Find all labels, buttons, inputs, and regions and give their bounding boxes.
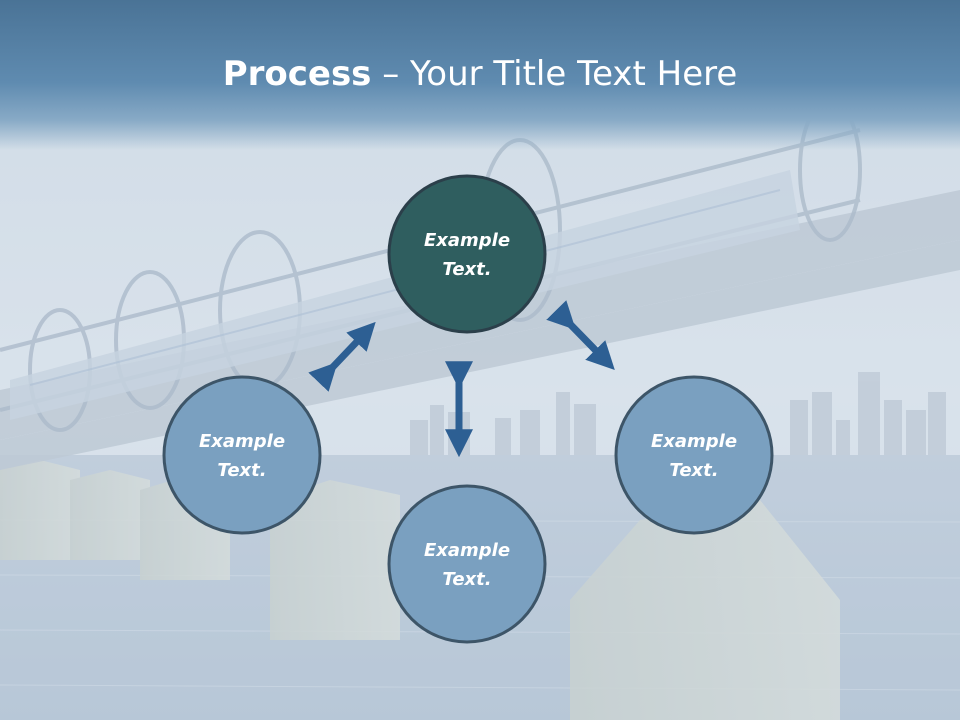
city-skyline [410, 372, 946, 460]
node-bottom-line2: Text. [442, 569, 491, 590]
arrow-top-left [308, 321, 376, 392]
node-left-line2: Text. [217, 460, 266, 481]
process-node-top: Example Text. [387, 174, 547, 334]
title-bold: Process [222, 54, 372, 94]
node-top-line1: Example [424, 230, 510, 251]
arrow-top-right [546, 300, 615, 371]
node-bottom-line1: Example [424, 540, 510, 561]
node-top-line2: Text. [442, 259, 491, 280]
slide-title: Process – Your Title Text Here [0, 52, 960, 96]
process-node-left: Example Text. [162, 375, 322, 535]
title-bar [0, 0, 960, 150]
node-left-line1: Example [199, 431, 285, 452]
process-node-right: Example Text. [614, 375, 774, 535]
process-node-bottom: Example Text. [387, 484, 547, 644]
node-right-line1: Example [651, 431, 737, 452]
arrows [308, 300, 615, 458]
title-rest: – Your Title Text Here [371, 54, 738, 94]
node-right-line2: Text. [669, 460, 718, 481]
